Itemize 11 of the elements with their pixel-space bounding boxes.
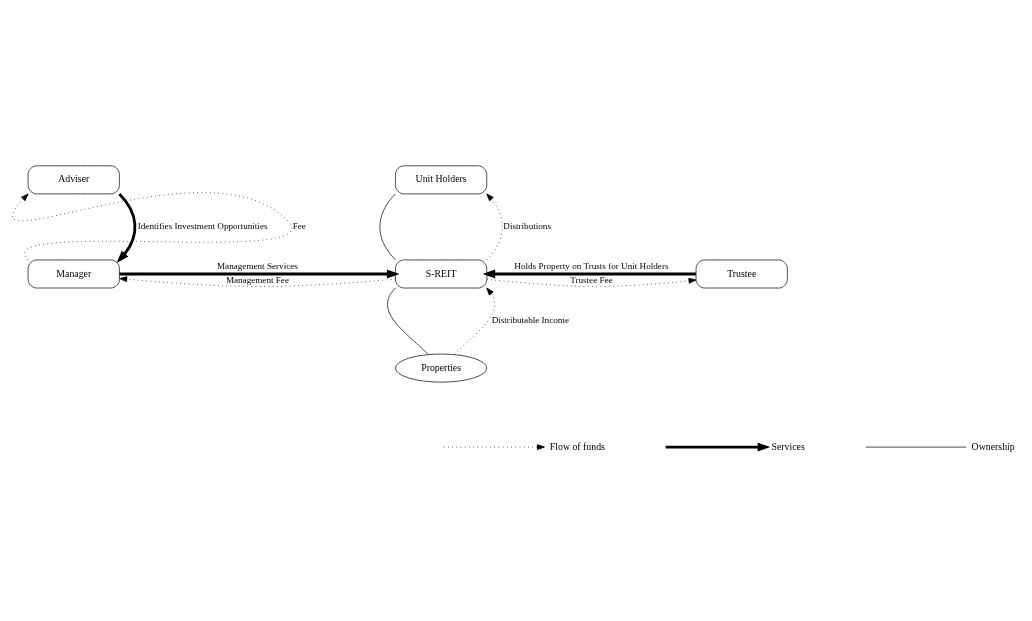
- legend-label: Flow of funds: [549, 440, 605, 452]
- edge-label: Identifies Investment Opportunities: [137, 221, 268, 232]
- edge-label: Distributions: [503, 221, 551, 232]
- edge-label: Management Services: [217, 261, 298, 272]
- edge-label: Holds Property on Trusts for Unit Holders: [514, 261, 669, 272]
- edge-label: Distributable Income: [491, 315, 569, 326]
- legend-label: Services: [771, 440, 805, 452]
- edge-label: Trustee Fee: [570, 275, 613, 286]
- edge-label: Management Fee: [225, 275, 289, 286]
- legend-label: Ownership: [971, 440, 1015, 452]
- edge-label: Fee: [292, 221, 306, 232]
